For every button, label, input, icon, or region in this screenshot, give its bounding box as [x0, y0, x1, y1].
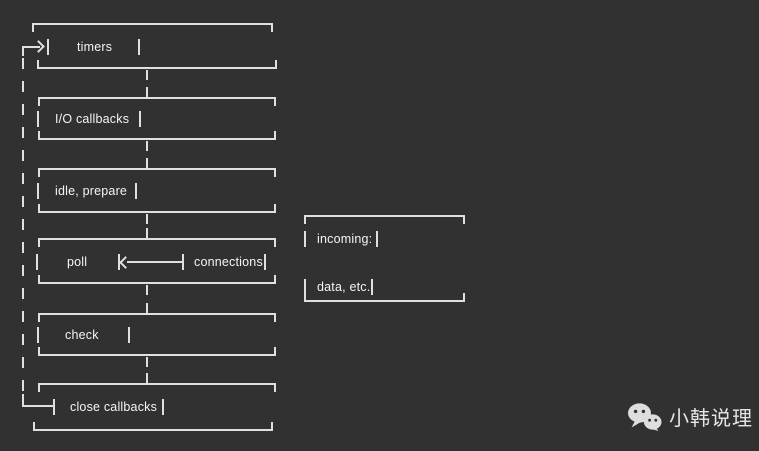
box-corner	[271, 23, 273, 32]
box-top-border	[38, 383, 276, 385]
box-top-border	[38, 238, 276, 240]
watermark-text: 小韩说理	[669, 408, 753, 430]
connector-tick	[146, 70, 148, 80]
incoming-arrow-shaft	[127, 261, 182, 263]
loop-bottom-corner-vertical	[22, 394, 24, 407]
arrow-right-icon	[32, 40, 45, 53]
box-corner	[274, 347, 276, 356]
loop-top-corner	[22, 46, 24, 56]
box-bottom-border	[33, 429, 273, 431]
box-side-bar	[118, 254, 120, 270]
connector-tick	[146, 285, 148, 295]
box-corner	[38, 168, 40, 177]
connector-tick	[146, 214, 148, 224]
box-corner	[274, 238, 276, 247]
loop-bottom-corner-horizontal	[22, 405, 54, 407]
connector-tick	[146, 373, 148, 383]
box-bottom-border	[38, 138, 276, 140]
box-corner	[38, 383, 40, 392]
box-side-bar	[36, 254, 38, 270]
phase-label-poll: poll	[67, 255, 88, 269]
box-corner	[304, 215, 306, 224]
box-corner	[33, 422, 35, 431]
box-corner	[274, 383, 276, 392]
box-bottom-border	[38, 354, 276, 356]
box-side-bar	[128, 327, 130, 343]
box-corner	[275, 60, 277, 69]
phase-label-io-callbacks: I/O callbacks	[55, 112, 130, 126]
box-side-bar	[371, 279, 373, 295]
box-corner	[463, 215, 465, 224]
incoming-label: incoming:	[317, 232, 373, 246]
box-corner	[274, 97, 276, 106]
box-top-border	[304, 215, 465, 217]
connector-tick	[146, 303, 148, 313]
box-bottom-border	[304, 300, 465, 302]
box-corner	[274, 275, 276, 284]
box-side-bar	[47, 39, 49, 55]
box-corner	[274, 168, 276, 177]
box-side-bar	[304, 279, 306, 295]
loop-left-dashed-line	[22, 58, 24, 394]
phase-label-check: check	[65, 328, 99, 342]
box-corner	[38, 313, 40, 322]
box-side-bar	[37, 183, 39, 199]
box-side-bar	[135, 183, 137, 199]
box-side-bar	[138, 39, 140, 55]
box-corner	[274, 131, 276, 140]
data-etc-label: data, etc.	[317, 280, 371, 294]
box-corner	[37, 60, 39, 69]
connector-tick	[146, 158, 148, 168]
wechat-icon	[628, 403, 662, 431]
connector-tick	[146, 141, 148, 151]
box-corner	[32, 23, 34, 32]
box-corner	[271, 422, 273, 431]
box-side-bar	[162, 399, 164, 415]
connector-tick	[146, 357, 148, 367]
box-top-border	[32, 23, 273, 25]
connector-tick	[146, 228, 148, 238]
box-side-bar	[37, 111, 39, 127]
box-bottom-border	[37, 67, 277, 69]
box-top-border	[38, 313, 276, 315]
box-side-bar	[264, 254, 266, 270]
box-bottom-border	[38, 211, 276, 213]
box-corner	[38, 131, 40, 140]
connections-label: connections,	[194, 255, 267, 269]
phase-label-timers: timers	[77, 40, 113, 54]
box-corner	[38, 347, 40, 356]
box-corner	[274, 313, 276, 322]
box-top-border	[38, 168, 276, 170]
box-side-bar	[304, 231, 306, 247]
watermark: 小韩说理	[627, 402, 753, 431]
phase-label-close-callbacks: close callbacks	[70, 400, 158, 414]
box-bottom-border	[38, 282, 276, 284]
box-side-bar	[139, 111, 141, 127]
box-corner	[274, 204, 276, 213]
box-corner	[463, 293, 465, 302]
box-top-border	[38, 97, 276, 99]
box-side-bar	[37, 327, 39, 343]
box-side-bar	[53, 399, 55, 415]
box-corner	[38, 238, 40, 247]
phase-label-idle-prepare: idle, prepare	[55, 184, 128, 198]
incoming-arrow-tail-bar	[182, 254, 184, 270]
loop-top-arrow-shaft	[22, 46, 40, 48]
box-side-bar	[376, 231, 378, 247]
box-corner	[38, 97, 40, 106]
box-corner	[304, 293, 306, 302]
box-corner	[38, 275, 40, 284]
box-corner	[38, 204, 40, 213]
connector-tick	[146, 87, 148, 97]
